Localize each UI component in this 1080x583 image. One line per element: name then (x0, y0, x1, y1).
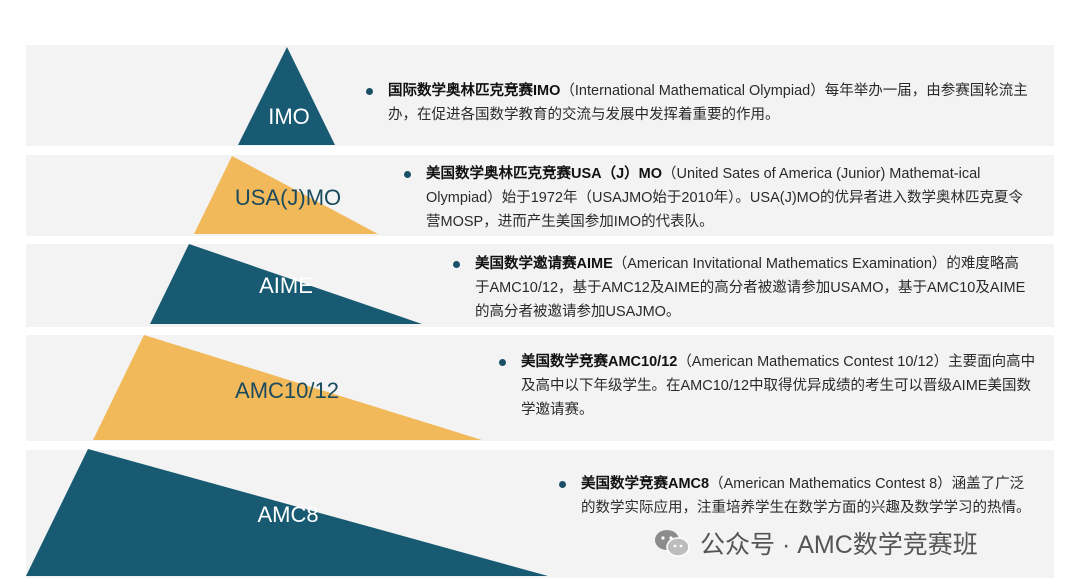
row-band-usajmo (26, 155, 1054, 236)
desc-body: （American Mathematics Contest 8）涵盖了广泛的数学… (581, 476, 1031, 516)
bullet-dot (499, 359, 506, 366)
desc-title: 美国数学奥林匹克竞赛USA（J）MO (426, 166, 663, 182)
tier-label-usajmo: USA(J)MO (234, 185, 342, 210)
desc-amc8: 美国数学竞赛AMC8（American Mathematics Contest … (559, 472, 1036, 520)
desc-title: 国际数学奥林匹克竞赛IMO (388, 83, 561, 99)
tier-label-imo: IMO (268, 104, 310, 129)
desc-usajmo: 美国数学奥林匹克竞赛USA（J）MO（United Sates of Ameri… (404, 162, 1029, 234)
watermark-text: 公众号 · AMC数学竞赛班 (700, 531, 978, 559)
desc-body: （United Sates of America (Junior) Mathem… (426, 166, 1024, 230)
tier-shape-aime (150, 244, 422, 324)
desc-amc1012: 美国数学竞赛AMC10/12（American Mathematics Cont… (499, 350, 1039, 422)
row-band-imo (26, 45, 1054, 146)
wechat-icon (655, 530, 690, 557)
desc-body: （American Mathematics Contest 10/12）主要面向… (521, 354, 1036, 418)
tier-label-amc1012: AMC10/12 (235, 378, 339, 403)
bullet-dot (453, 261, 460, 268)
desc-title: 美国数学邀请赛AIME (475, 256, 613, 272)
desc-aime: 美国数学邀请赛AIME（American Invitational Mathem… (453, 252, 1033, 324)
desc-body: （American Invitational Mathematics Exami… (475, 256, 1026, 320)
desc-title: 美国数学竞赛AMC8 (581, 476, 710, 492)
tier-label-amc8: AMC8 (257, 502, 319, 527)
bullet-dot (559, 481, 566, 488)
desc-title: 美国数学竞赛AMC10/12 (521, 354, 678, 370)
tier-shape-imo (238, 47, 335, 145)
bullet-dot (404, 171, 411, 178)
watermark: 公众号 · AMC数学竞赛班 (652, 527, 978, 559)
tier-shape-amc8 (26, 449, 548, 576)
tier-shape-usajmo (194, 156, 378, 234)
tier-shape-amc1012 (93, 335, 482, 440)
tier-label-aime: AIME (259, 273, 313, 298)
bullet-dot (366, 88, 373, 95)
desc-body: （International Mathematical Olympiad）每年举… (388, 83, 1028, 123)
desc-imo: 国际数学奥林匹克竞赛IMO（International Mathematical… (366, 79, 1038, 127)
